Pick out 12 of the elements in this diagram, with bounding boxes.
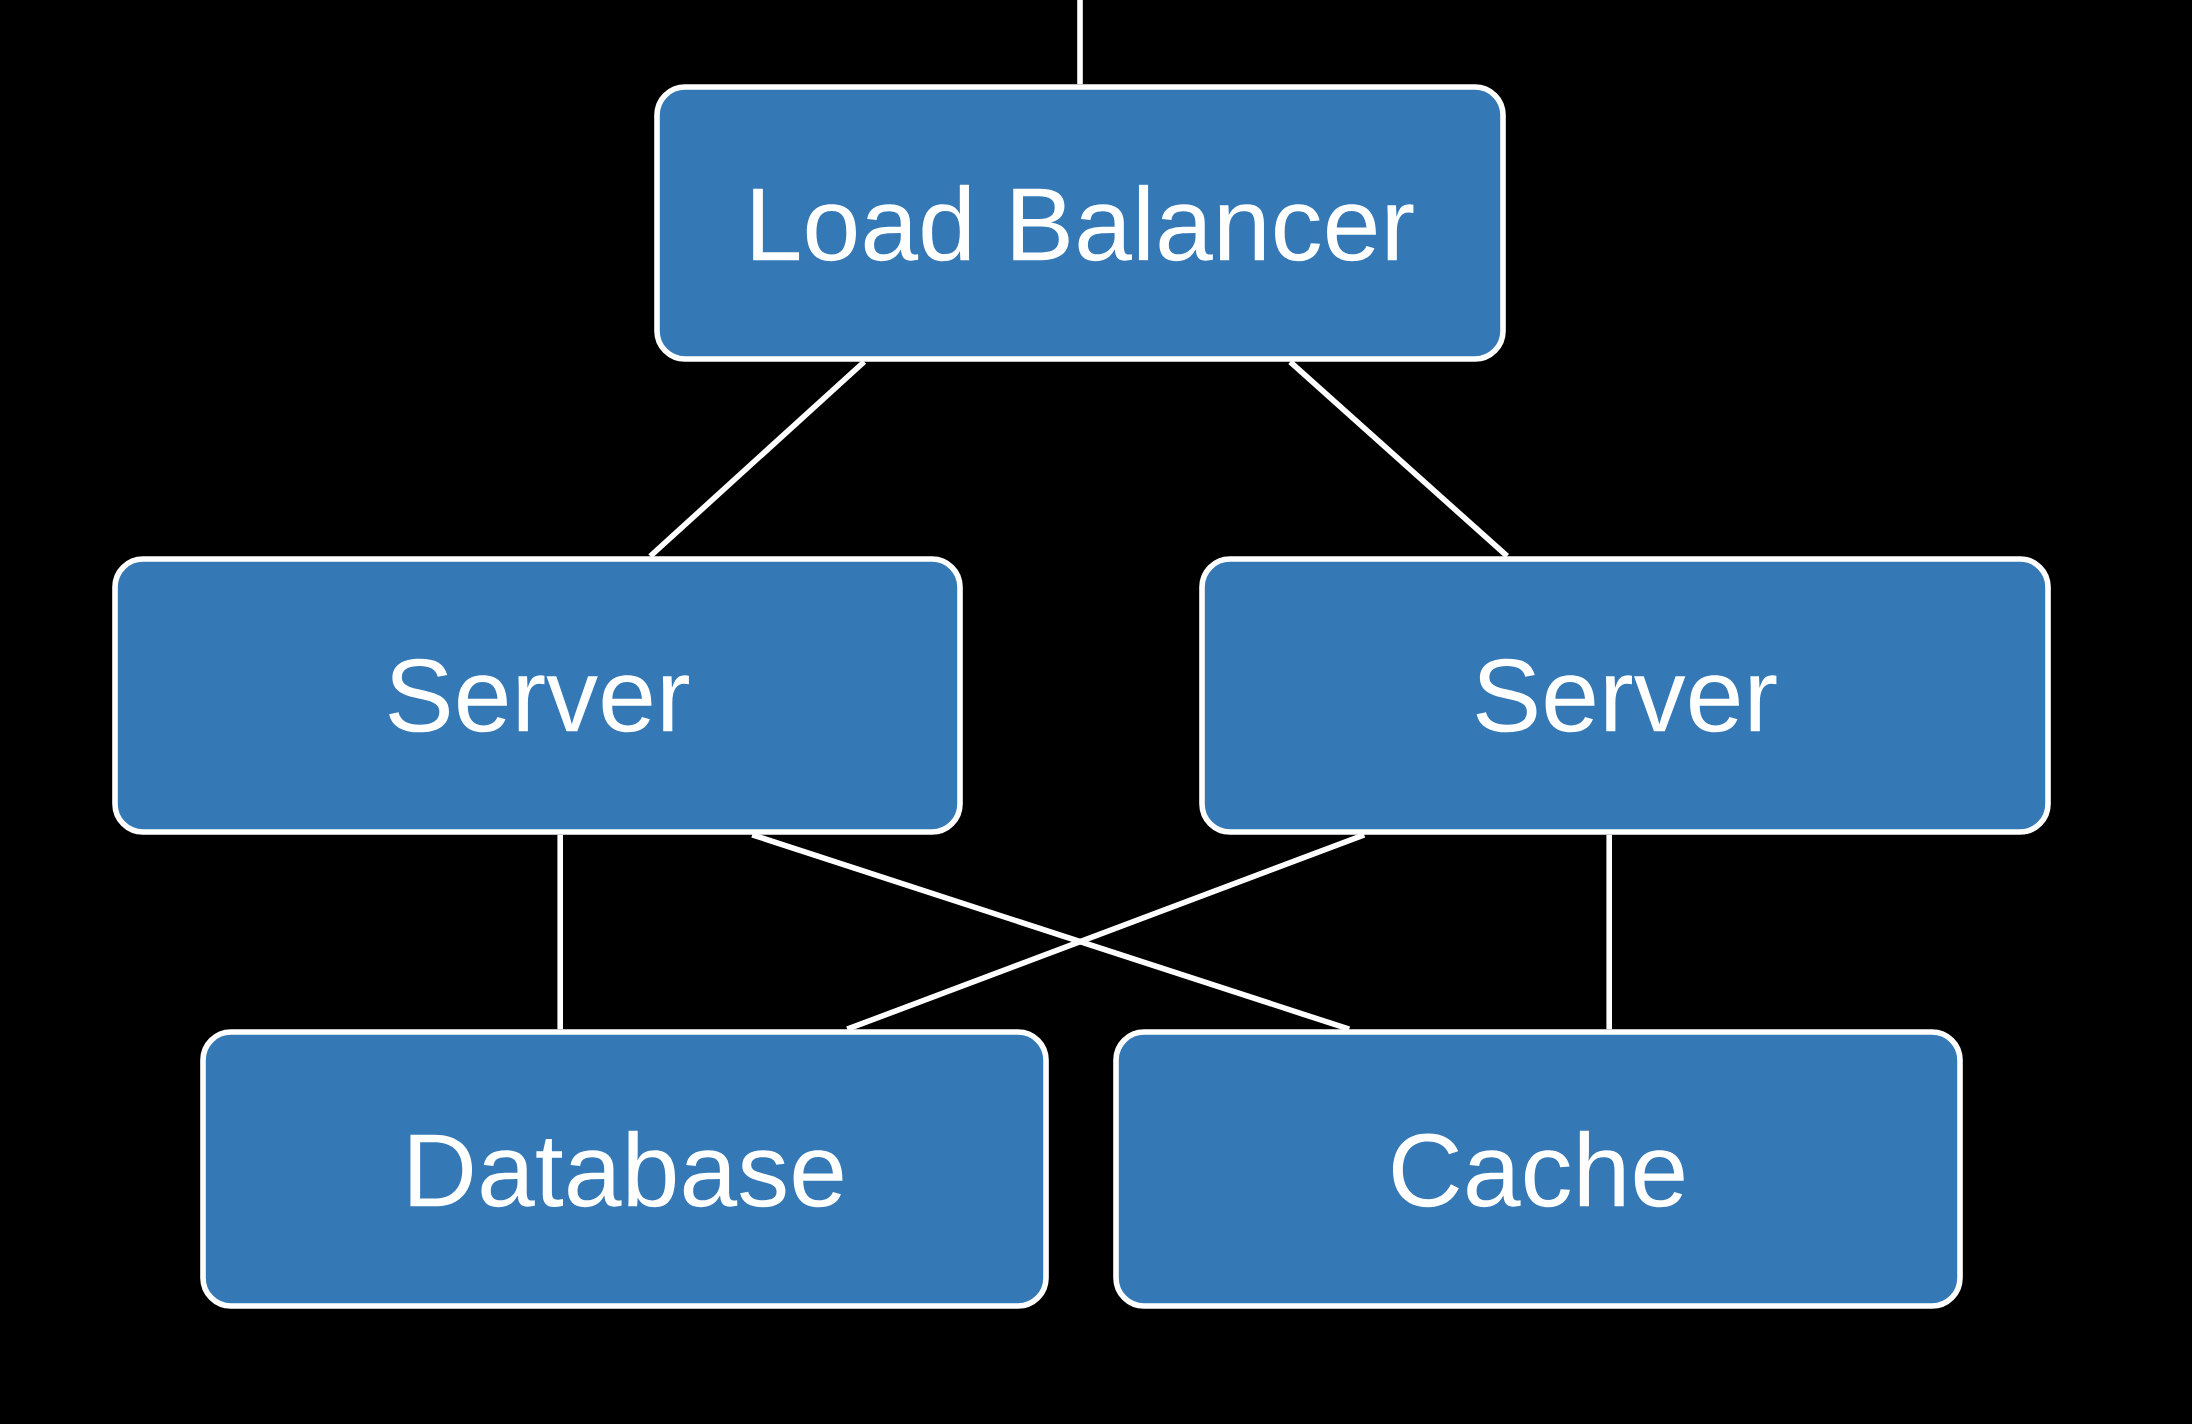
connector-line xyxy=(751,832,1351,1032)
connector-line xyxy=(1288,359,1510,559)
connector-line xyxy=(557,834,563,1030)
process-box: Cache xyxy=(1113,1029,1963,1309)
process-box: Database xyxy=(200,1029,1049,1309)
connector-line xyxy=(846,832,1366,1032)
connector-line xyxy=(648,359,867,559)
process-box: Server xyxy=(1199,556,2051,835)
process-box: Server xyxy=(112,556,963,835)
process-box: Load Balancer xyxy=(654,84,1506,362)
connector-line xyxy=(1077,0,1083,85)
connector-line xyxy=(1606,834,1612,1030)
